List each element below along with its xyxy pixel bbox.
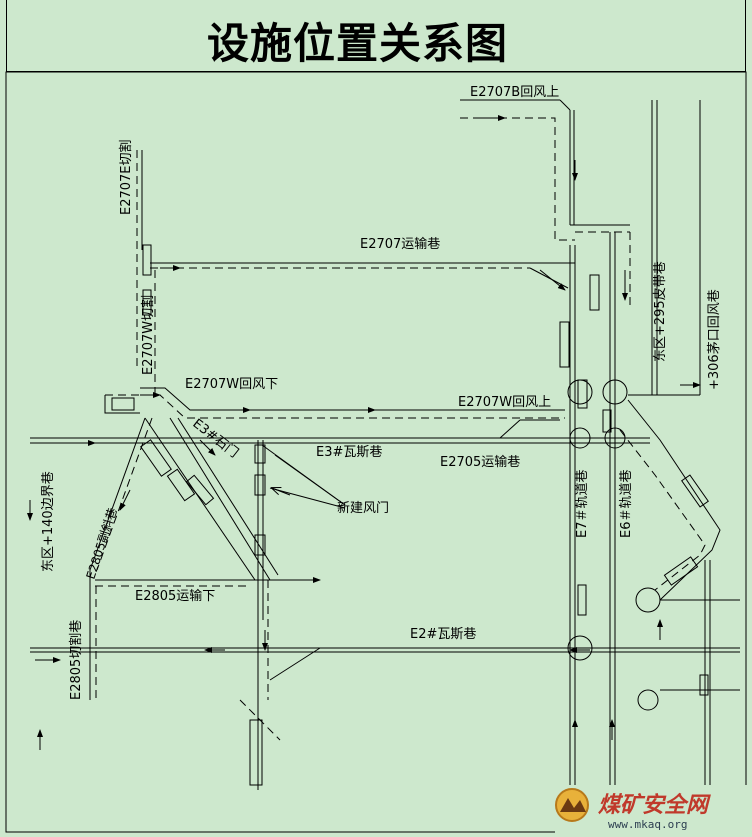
label-c306-return: +306茅口回风巷 xyxy=(707,289,722,390)
diagram-frame xyxy=(5,71,747,833)
right-diagonal-line xyxy=(627,399,721,601)
label-e6-rail: E6＃轨道巷 xyxy=(619,470,634,539)
e2707w-return-line xyxy=(105,394,565,419)
label-new-air-door: 新建风门 xyxy=(337,500,389,516)
watermark-brand: 煤矿安全网 xyxy=(598,792,711,818)
label-e2707w-cut: E2707W切割 xyxy=(140,295,156,375)
e2805-incline-line xyxy=(89,417,146,571)
label-e2705-transport: E2705运输巷 xyxy=(440,454,520,470)
label-e2707w-return-down: E2707W回风下 xyxy=(185,377,278,392)
label-e3-stone-gate: E3#石门 xyxy=(190,416,241,461)
facility-markers xyxy=(111,244,709,786)
label-e7-rail: E7＃轨道巷 xyxy=(575,470,590,539)
label-e2805-transport-down: E2805运输下 xyxy=(135,588,215,604)
label-e2707-transport: E2707运输巷 xyxy=(360,236,440,252)
label-e2-gas: E2#瓦斯巷 xyxy=(410,627,476,642)
label-e2707b-return-up: E2707B回风上 xyxy=(470,85,559,100)
label-e3-gas: E3#瓦斯巷 xyxy=(316,445,382,460)
label-e2707e-cut: E2707E切割 xyxy=(118,139,134,215)
label-e2805-cut: E2805切割巷 xyxy=(68,620,84,700)
watermark-url: www.mkaq.org xyxy=(608,818,687,831)
e2707b-return-line xyxy=(460,117,575,241)
e3-stone-gate-line xyxy=(169,417,271,581)
label-east-140-boundary: 东区+140边界巷 xyxy=(41,471,56,572)
watermark: 煤矿安全网 www.mkaq.org xyxy=(555,785,747,833)
page-title: 设施位置关系图 xyxy=(207,19,509,68)
label-e2707w-return-up: E2707W回风上 xyxy=(458,395,551,410)
label-east-295-belt: 东区+295皮带巷 xyxy=(653,261,668,362)
label-e2805-incline: E2805副斜巷 xyxy=(84,506,120,581)
